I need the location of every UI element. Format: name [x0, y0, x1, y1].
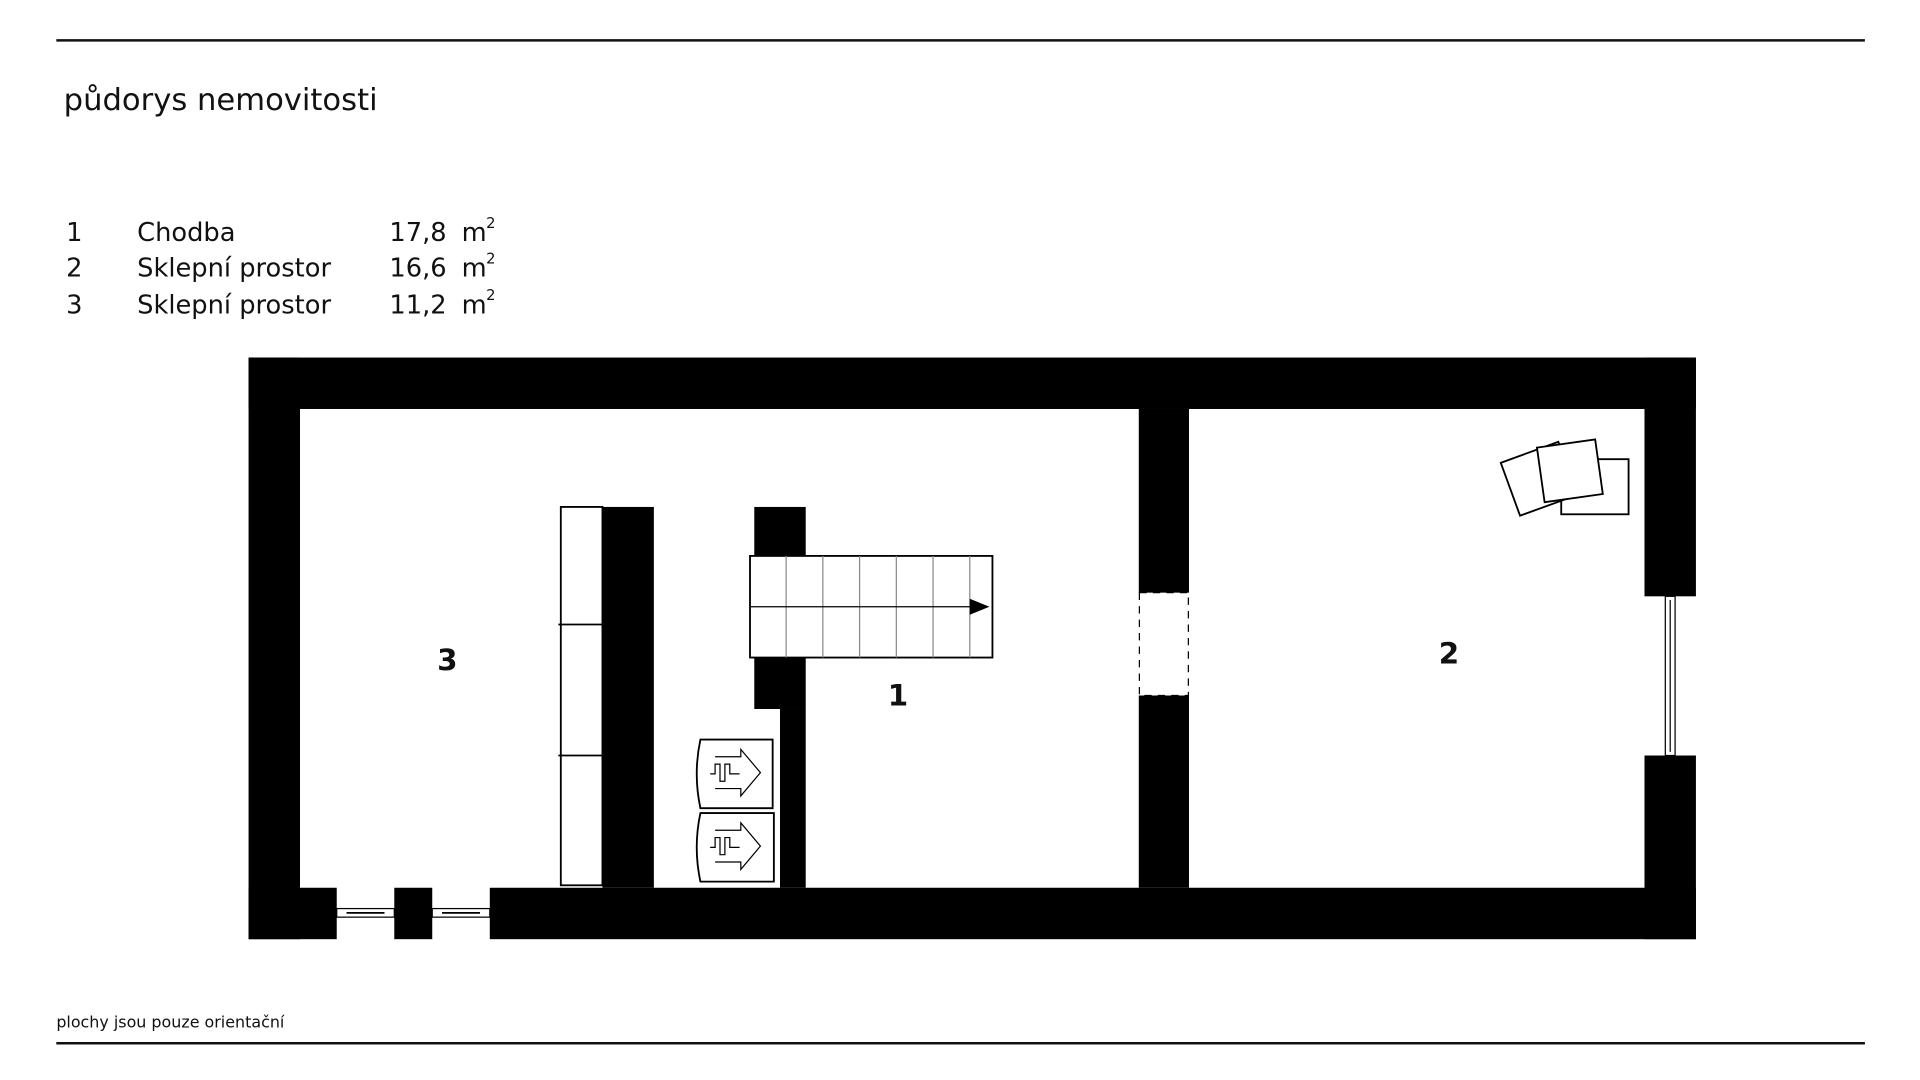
window-bottom: [336, 907, 395, 918]
room-label-2: 2: [1439, 637, 1459, 671]
room-area: 17,8: [389, 218, 446, 248]
pillar: [754, 506, 806, 556]
arrow-icon: [969, 598, 990, 615]
wall-bottom: [394, 887, 433, 940]
table-row: 3 Sklepní prostor 11,2 m 2: [66, 287, 495, 320]
room-name: Chodba: [137, 218, 235, 248]
door-opening: [1138, 592, 1189, 697]
room-label-3: 3: [437, 643, 457, 677]
wall-right-upper: [1644, 357, 1696, 597]
room-number: 3: [66, 290, 82, 320]
wall-top: [248, 357, 1696, 409]
wall-left: [248, 357, 300, 940]
table-row: 2 Sklepní prostor 16,6 m 2: [66, 250, 495, 283]
wall-middle-upper: [1138, 408, 1189, 593]
footnote: plochy jsou pouze orientační: [56, 1012, 285, 1031]
wall-middle-lower: [1138, 695, 1189, 888]
room-table: 1 Chodba 17,8 m 2 2 Sklepní prostor 16,6…: [66, 215, 495, 321]
room-number: 1: [66, 218, 82, 248]
area-unit-exponent: 2: [486, 250, 495, 267]
floor-plan: 3 1 2: [248, 357, 1696, 940]
room-name: Sklepní prostor: [137, 290, 331, 320]
area-unit: m: [462, 290, 487, 320]
page-title: půdorys nemovitosti: [64, 83, 378, 118]
window-bottom: [431, 907, 491, 918]
area-unit: m: [462, 218, 487, 248]
interior-wall: [780, 708, 806, 888]
heater-icon: [695, 812, 775, 883]
room-number: 2: [66, 254, 82, 284]
interior-wall: [602, 506, 654, 888]
boxes: [1499, 438, 1630, 517]
wall-bottom: [489, 887, 1696, 940]
window-right: [1664, 595, 1676, 757]
area-unit-exponent: 2: [486, 215, 495, 232]
room-name: Sklepní prostor: [137, 254, 331, 284]
room-area: 16,6: [389, 254, 446, 284]
staircase: [749, 555, 994, 659]
room-label-1: 1: [888, 678, 908, 712]
shelf: [558, 506, 604, 887]
wall-bottom: [248, 887, 337, 940]
area-unit-exponent: 2: [486, 287, 495, 304]
pillar: [754, 657, 806, 709]
area-unit: m: [462, 254, 487, 284]
table-row: 1 Chodba 17,8 m 2: [66, 215, 495, 248]
heater-icon: [695, 738, 774, 810]
room-area: 11,2: [389, 290, 446, 320]
